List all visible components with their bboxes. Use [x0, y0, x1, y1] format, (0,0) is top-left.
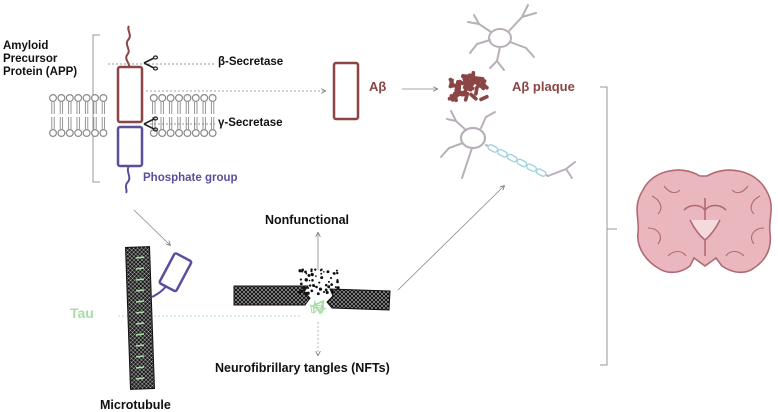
brain-icon [636, 169, 772, 274]
neuron-icon [440, 110, 576, 179]
scissors-icon [143, 55, 159, 71]
nft-tangle [309, 299, 327, 315]
nonfunctional-label: Nonfunctional [265, 213, 350, 227]
abeta-fragment [332, 61, 360, 121]
app-bracket [92, 34, 100, 183]
broken-microtubule [233, 285, 391, 311]
right-bracket [600, 86, 617, 366]
abeta-plaque-cluster [447, 70, 489, 103]
microtubule-vertical [125, 246, 155, 390]
app-protein [116, 25, 144, 194]
arrow-phosphate-to-tau [133, 209, 170, 245]
neuron-icon [467, 4, 537, 71]
arrow-tangle-to-neuron [397, 186, 504, 291]
tau-protein-marks [135, 256, 145, 380]
scissors-icon [143, 116, 159, 132]
gamma-secretase-label: γ-Secretase [218, 117, 283, 129]
microtubule-label: Microtubule [100, 398, 171, 412]
phosphate-group-label: Phosphate group [143, 172, 238, 184]
tau-label: Tau [70, 305, 94, 321]
phosphate-tau-box [151, 252, 193, 298]
nft-label: Neurofibrillary tangles (NFTs) [215, 361, 390, 375]
beta-secretase-label: β-Secretase [218, 56, 284, 68]
abeta-label: Aβ [369, 79, 387, 94]
tubulin-debris [298, 268, 340, 296]
abeta-plaque-label: Aβ plaque [512, 79, 575, 94]
cell-membrane [48, 93, 217, 138]
app-label: Amyloid Precursor Protein (APP) [3, 40, 78, 79]
